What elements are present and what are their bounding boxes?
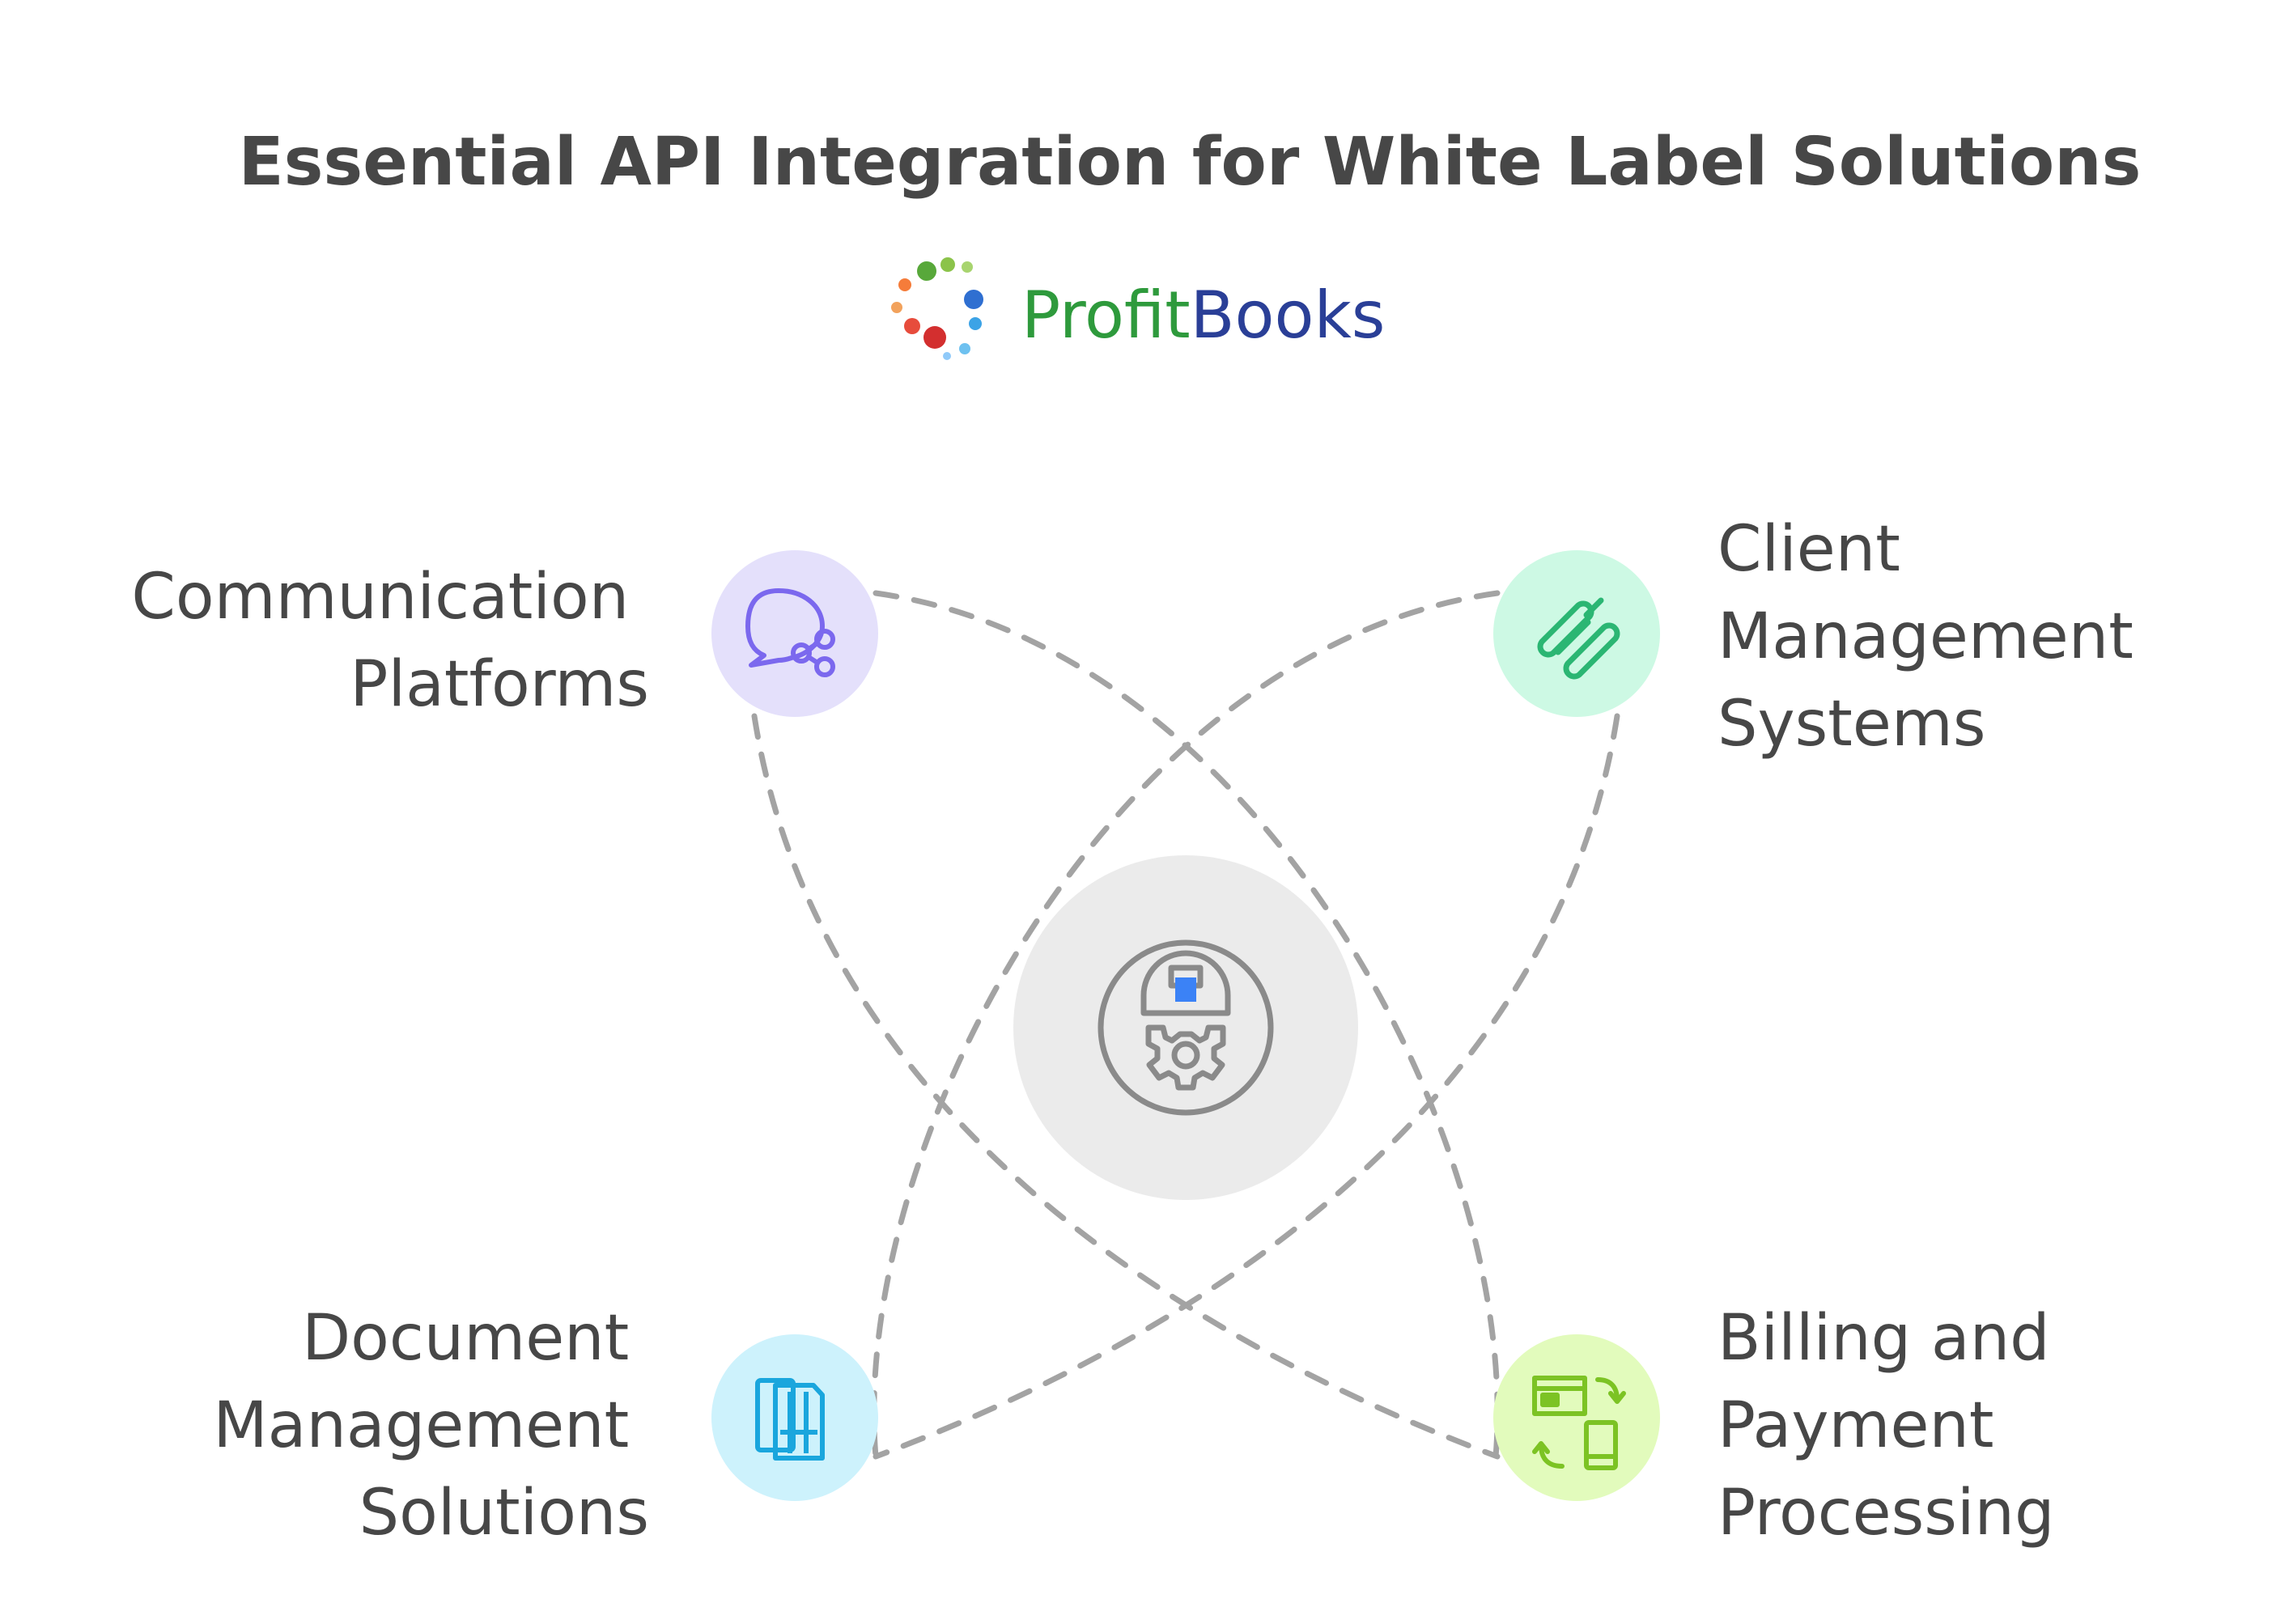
connector-client-to-billing [873, 713, 1620, 1460]
node-label-line: Solutions [359, 1477, 649, 1550]
diagram-title: Essential API Integration for White Labe… [239, 124, 2142, 201]
connector-client-to-document [871, 590, 1501, 1460]
node-label-line: Systems [1717, 688, 1986, 761]
node-label-line: Processing [1717, 1477, 2055, 1550]
node-billing-payment-processing: Billing and Payment Processing [1493, 1302, 2070, 1550]
svg-text:Client Management: Client Management Systems [1717, 513, 2154, 761]
logo-text-books: Books [1191, 278, 1386, 353]
documents-icon [755, 1378, 825, 1461]
chat-share-icon [745, 588, 835, 677]
node-label-line: Management [1717, 600, 2134, 673]
node-label-line: Platforms [350, 648, 649, 721]
node-document-management-solutions: Document Management Solutions [213, 1302, 878, 1550]
logo-dots-icon [891, 257, 983, 360]
node-communication-platforms: Communication Platforms [131, 550, 878, 721]
engineer-helmet-gear-icon [1098, 939, 1274, 1116]
svg-text:Document Management: Document Management Solutions [213, 1302, 649, 1550]
node-label-line: Payment [1717, 1389, 1993, 1462]
logo-text-profit: Profit [1021, 278, 1191, 353]
node-label-line: Billing and [1717, 1302, 2050, 1375]
node-label-line: Communication [131, 561, 629, 634]
payment-transfer-icon [1532, 1376, 1626, 1470]
node-label-line: Document [302, 1302, 629, 1375]
svg-text:Billing and Payment: Billing and Payment Processing [1717, 1302, 2070, 1550]
connector-communication-to-billing [873, 590, 1501, 1460]
profitbooks-logo: ProfitBooks [891, 257, 1385, 360]
node-circle [711, 550, 878, 717]
node-client-management-systems: Client Management Systems [1493, 513, 2154, 761]
center-hub [1013, 855, 1358, 1200]
svg-text:ProfitBooks: ProfitBooks [1021, 278, 1385, 353]
connector-communication-to-document [751, 713, 1501, 1460]
svg-text:Communication Platforms: Communication Platforms [131, 561, 649, 721]
node-circle [1493, 1334, 1660, 1501]
linked-bars-icon [1537, 597, 1620, 680]
connectors [751, 590, 1620, 1460]
node-label-line: Management [213, 1389, 629, 1462]
node-label-line: Client [1717, 513, 1900, 586]
